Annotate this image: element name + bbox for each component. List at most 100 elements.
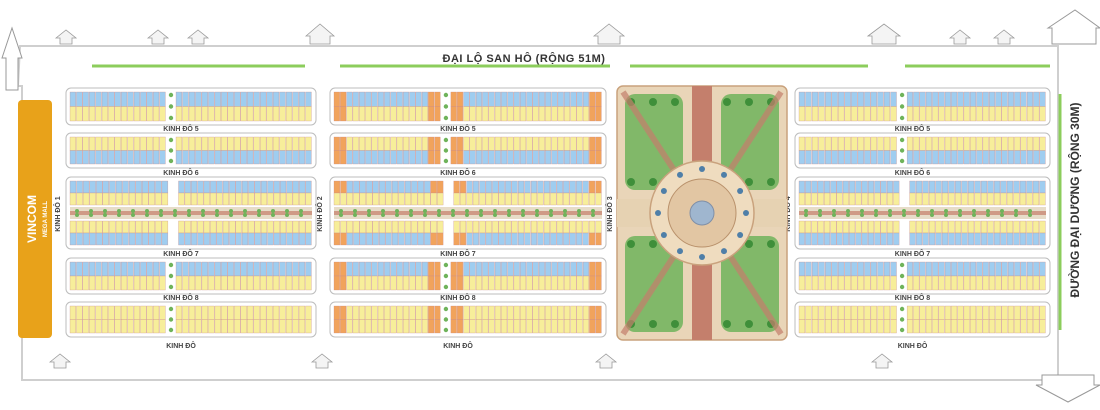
lot[interactable] [537,192,544,206]
lot[interactable] [830,192,837,206]
lot[interactable] [424,180,431,194]
lot[interactable] [208,91,215,107]
lot[interactable] [155,192,162,206]
lot[interactable] [944,91,951,107]
lot[interactable] [805,136,812,151]
lot[interactable] [941,220,949,234]
lot[interactable] [582,220,589,234]
lot[interactable] [857,91,864,107]
lot[interactable] [938,305,945,320]
lot[interactable] [201,275,208,291]
lot[interactable] [115,220,123,234]
lot[interactable] [861,180,868,194]
lot[interactable] [286,192,293,206]
lot[interactable] [292,91,299,107]
lot[interactable] [457,275,464,291]
lot[interactable] [563,220,570,234]
lot[interactable] [805,106,812,122]
lot[interactable] [494,136,501,151]
lot[interactable] [415,305,422,320]
lot[interactable] [967,180,975,194]
lot[interactable] [182,91,189,107]
lot[interactable] [877,305,884,320]
lot[interactable] [208,261,215,277]
lot[interactable] [114,136,121,151]
lot[interactable] [967,232,975,246]
lot[interactable] [135,232,142,246]
lot[interactable] [188,319,196,334]
lot[interactable] [371,261,378,277]
lot[interactable] [498,220,505,234]
lot[interactable] [557,319,564,334]
lot[interactable] [222,180,229,194]
lot[interactable] [191,192,198,206]
lot[interactable] [403,150,410,165]
lot[interactable] [1039,232,1046,246]
lot[interactable] [518,220,525,234]
lot[interactable] [127,275,134,291]
lot[interactable] [492,220,499,234]
lot[interactable] [241,232,249,246]
lot[interactable] [365,305,372,320]
lot[interactable] [267,232,274,246]
lot[interactable] [938,91,945,107]
lot[interactable] [811,150,819,165]
lot[interactable] [890,150,897,165]
lot[interactable] [864,91,871,107]
lot[interactable] [285,91,293,107]
lot[interactable] [1020,319,1027,334]
lot[interactable] [203,192,210,206]
lot[interactable] [272,275,280,291]
lot[interactable] [140,319,147,334]
lot[interactable] [89,150,96,165]
lot[interactable] [563,192,570,206]
lot[interactable] [925,91,932,107]
lot[interactable] [127,106,134,122]
lot[interactable] [870,275,877,291]
lot[interactable] [371,136,378,151]
lot[interactable] [595,305,602,320]
lot[interactable] [298,91,306,107]
lot[interactable] [260,275,267,291]
lot[interactable] [838,261,845,277]
lot[interactable] [298,150,306,165]
lot[interactable] [1006,232,1014,246]
lot[interactable] [299,180,306,194]
lot[interactable] [475,106,482,122]
lot[interactable] [463,150,470,165]
lot[interactable] [292,275,299,291]
lot[interactable] [428,91,435,107]
lot[interactable] [352,319,359,334]
lot[interactable] [492,192,499,206]
lot[interactable] [589,106,596,122]
lot[interactable] [266,261,273,277]
lot[interactable] [505,220,512,234]
lot[interactable] [1033,305,1040,320]
lot[interactable] [849,232,856,246]
lot[interactable] [377,261,384,277]
lot[interactable] [963,91,970,107]
lot[interactable] [377,136,384,151]
lot[interactable] [365,136,372,151]
lot[interactable] [864,261,871,277]
lot[interactable] [450,150,457,165]
lot[interactable] [538,261,545,277]
lot[interactable] [390,91,397,107]
lot[interactable] [507,150,514,165]
lot[interactable] [963,275,970,291]
lot[interactable] [1013,180,1020,194]
lot[interactable] [524,220,531,234]
lot[interactable] [121,150,128,165]
lot[interactable] [811,275,819,291]
lot[interactable] [551,275,558,291]
lot[interactable] [886,232,893,246]
lot[interactable] [831,91,838,107]
lot[interactable] [576,275,583,291]
lot[interactable] [798,136,806,151]
lot[interactable] [279,261,286,277]
lot[interactable] [82,261,89,277]
lot[interactable] [214,106,221,122]
lot[interactable] [82,192,90,206]
lot[interactable] [280,192,287,206]
lot[interactable] [424,192,431,206]
